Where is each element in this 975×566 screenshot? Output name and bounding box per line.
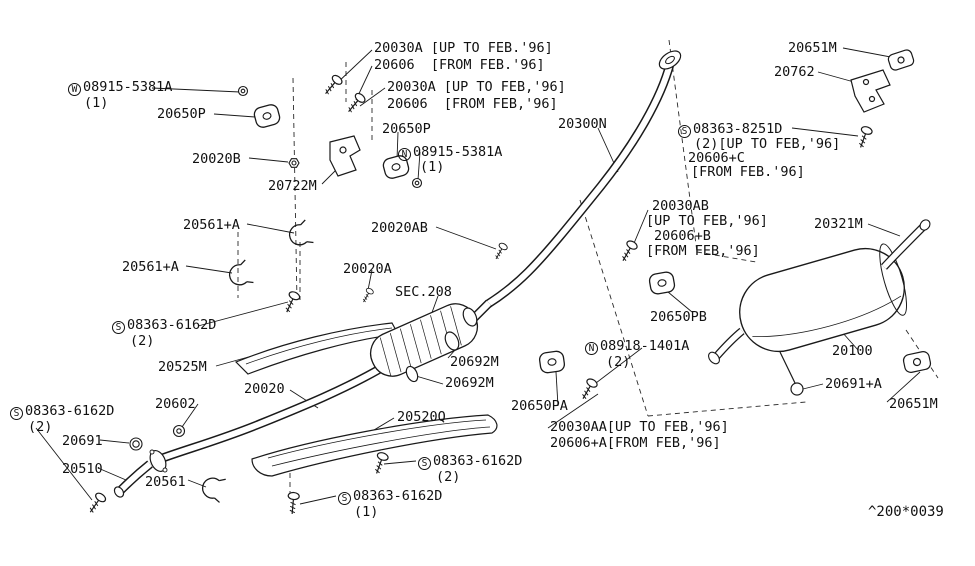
bolt-20030a-shape-1 [320, 73, 345, 98]
part-qty-6162d-1: (2) [130, 333, 155, 349]
part-label-20300n: 20300N [558, 116, 607, 132]
part-label-20692m-1: 20692M [450, 354, 499, 370]
part-qty-6162d-4: (1) [354, 504, 379, 520]
part-label-20520q: 20520Q [397, 409, 446, 425]
part-label-20561: 20561 [145, 474, 186, 490]
bolt-08363-6162d-shape-4 [286, 491, 301, 516]
drawing-number: ^200*0039 [868, 504, 944, 520]
circle-s-icon: S [678, 125, 691, 138]
bolt-08363-6162d-shape-2 [85, 490, 108, 516]
circle-n-icon: N [585, 342, 598, 355]
part-qty-6162d-2: (2) [28, 419, 53, 435]
exhaust-gasket-shapes [405, 307, 478, 383]
part-label-20510: 20510 [62, 461, 103, 477]
part-label-20650pb: 20650PB [650, 309, 707, 325]
part-qty-08915-n: (1) [420, 159, 445, 175]
part-label-20692m-2: 20692M [445, 375, 494, 391]
part-label-20561a-1: 20561+A [183, 217, 240, 233]
part-label-20691a: 20691+A [825, 376, 882, 392]
bolt-08363-8251d-shape [854, 124, 874, 150]
bracket-20722m-shape [329, 135, 361, 177]
ring-20691-shape [129, 437, 143, 451]
hanger-20650pb-shape [647, 270, 677, 296]
circle-w-icon: W [68, 83, 81, 96]
part-label-20100: 20100 [832, 343, 873, 359]
catalytic-converter-shape [369, 303, 479, 377]
hanger-20650pa-shape [538, 349, 566, 375]
nut-20020b-shape [288, 158, 300, 168]
clamp-20561a-shape-1 [285, 219, 315, 251]
part-qty-08918: (2) [606, 354, 631, 370]
circle-s-icon: S [418, 457, 431, 470]
clamp-20561a-shape-2 [225, 259, 255, 291]
muffler-shape [708, 219, 931, 396]
circle-s-icon: S [112, 321, 125, 334]
part-label-20030ab-line2: [UP TO FEB,'96] [646, 213, 768, 229]
part-label-20606b: 20606+B [654, 228, 711, 244]
part-label-20030aa: 20030AA[UP TO FEB,'96] [550, 419, 729, 435]
part-label-20606a: 20606+A[FROM FEB,'96] [550, 435, 721, 451]
part-label-20030ab: 20030AB [652, 198, 709, 214]
bolt-08363-6162d-shape-1 [281, 289, 302, 315]
circle-n-icon: N [398, 148, 411, 161]
washer-08915-shape-1 [237, 85, 249, 97]
bolt-20030ab-shape [617, 238, 640, 265]
circle-s-icon: S [338, 492, 351, 505]
stud-20020ab-shape [491, 241, 509, 262]
part-label-20525m: 20525M [158, 359, 207, 375]
bolt-08363-6162d-shape-3 [370, 450, 390, 476]
part-label-20650p-right: 20650P [382, 121, 431, 137]
part-label-20030a-1: 20030A [UP TO FEB.'96] [374, 40, 553, 56]
part-label-20762: 20762 [774, 64, 815, 80]
circle-s-icon: S [10, 407, 23, 420]
mount-20651m-right-shape [902, 351, 932, 373]
part-label-20020: 20020 [244, 381, 285, 397]
part-qty-08915-w: (1) [84, 95, 109, 111]
construction-lines [237, 39, 939, 500]
part-label-20606-2: 20606 [FROM FEB,'96] [387, 96, 558, 112]
part-label-08363-8251d-line2: (2)[UP TO FEB,'96] [694, 136, 841, 152]
hanger-20650p-left-shape [252, 102, 282, 130]
washer-08915-shape-2 [411, 177, 423, 189]
front-exhaust-pipe-shape [113, 362, 388, 498]
part-label-20650pa: 20650PA [511, 398, 568, 414]
heat-shield-lower-shape [251, 414, 498, 477]
part-label-20722m: 20722M [268, 178, 317, 194]
part-label-20691: 20691 [62, 433, 103, 449]
part-qty-6162d-3: (2) [436, 469, 461, 485]
part-label-20606c: 20606+C [688, 150, 745, 166]
part-label-20561a-2: 20561+A [122, 259, 179, 275]
part-label-20030a-2: 20030A [UP TO FEB,'96] [387, 79, 566, 95]
part-label-20020b: 20020B [192, 151, 241, 167]
ring-20602-shape [172, 424, 186, 438]
part-label-20606b-line2: [FROM FEB,'96] [646, 243, 760, 259]
bracket-20762-shape [850, 69, 891, 113]
clamp-20561-shape [199, 473, 227, 504]
part-label-20602: 20602 [155, 396, 196, 412]
leader-lines [35, 47, 921, 505]
part-label-20651m-top: 20651M [788, 40, 837, 56]
stud-20020a-shape [359, 286, 375, 305]
part-label-20650p-left: 20650P [157, 106, 206, 122]
part-label-20651m-right: 20651M [889, 396, 938, 412]
mount-20651m-top-shape [887, 49, 915, 71]
section-ref-label-sec208: SEC.208 [395, 284, 452, 300]
part-label-20020a: 20020A [343, 261, 392, 277]
part-label-20606c-line2: [FROM FEB.'96] [691, 164, 805, 180]
bolt-08918-shape [577, 376, 600, 403]
part-label-20321m: 20321M [814, 216, 863, 232]
part-label-20020ab: 20020AB [371, 220, 428, 236]
part-label-20606-1: 20606 [FROM FEB.'96] [374, 57, 545, 73]
